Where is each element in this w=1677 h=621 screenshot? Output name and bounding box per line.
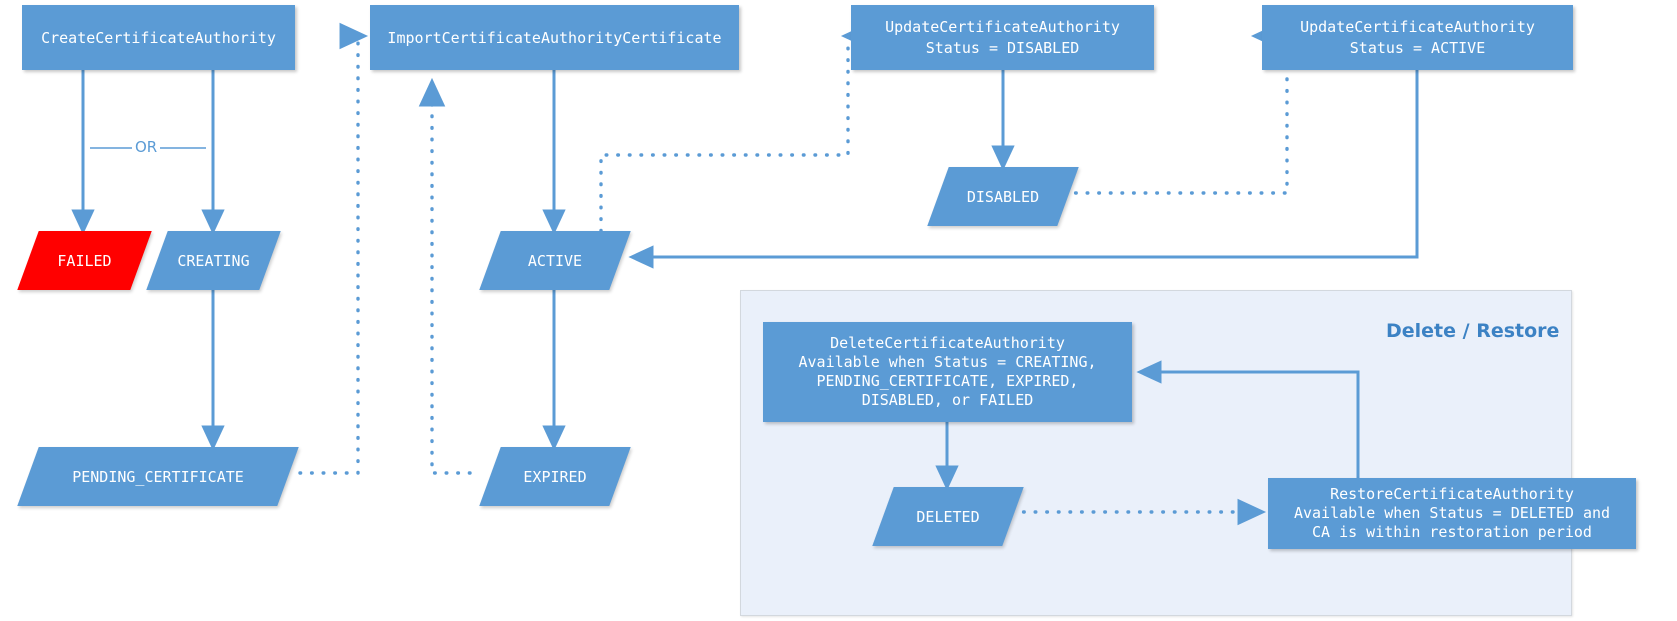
node-line: Status = ACTIVE xyxy=(1349,38,1486,57)
edge-expired-to-import xyxy=(418,77,472,475)
node-label: DISABLED xyxy=(966,187,1040,206)
node-state-pending-certificate[interactable]: PENDING_CERTIFICATE xyxy=(17,447,299,506)
node-state-disabled[interactable]: DISABLED xyxy=(927,167,1079,226)
delete-restore-panel-title: Delete / Restore xyxy=(1386,320,1560,342)
node-line: CA is within restoration period xyxy=(1312,523,1592,541)
node-line: ImportCertificateAuthorityCertificate xyxy=(387,28,722,47)
node-line: UpdateCertificateAuthority xyxy=(885,17,1120,36)
node-create-certificate-authority[interactable]: CreateCertificateAuthority xyxy=(22,5,295,70)
edge-update-active-to-active xyxy=(628,70,1419,269)
node-label: FAILED xyxy=(57,251,112,270)
node-label: CREATING xyxy=(177,251,250,270)
node-line: DeleteCertificateAuthority xyxy=(830,334,1065,352)
node-line: Available when Status = CREATING, xyxy=(798,353,1097,371)
node-state-creating[interactable]: CREATING xyxy=(146,231,281,290)
node-state-deleted[interactable]: DELETED xyxy=(872,487,1024,546)
node-line: UpdateCertificateAuthority xyxy=(1300,17,1535,36)
node-label: DELETED xyxy=(916,507,980,526)
node-label: ACTIVE xyxy=(527,251,583,270)
node-state-active[interactable]: ACTIVE xyxy=(479,231,631,290)
node-update-certificate-authority-disabled[interactable]: UpdateCertificateAuthority Status = DISA… xyxy=(851,5,1154,70)
or-label: OR xyxy=(132,138,161,156)
node-line: CreateCertificateAuthority xyxy=(41,28,276,47)
node-line: RestoreCertificateAuthority xyxy=(1330,485,1574,503)
node-update-certificate-authority-active[interactable]: UpdateCertificateAuthority Status = ACTI… xyxy=(1262,5,1573,70)
node-delete-certificate-authority[interactable]: DeleteCertificateAuthority Available whe… xyxy=(763,322,1132,422)
edge-pending-to-import xyxy=(298,22,369,475)
node-label: PENDING_CERTIFICATE xyxy=(72,467,244,486)
node-line: DISABLED, or FAILED xyxy=(861,391,1034,409)
node-line: Status = DISABLED xyxy=(925,38,1080,57)
node-line: Available when Status = DELETED and xyxy=(1293,504,1611,522)
node-label: EXPIRED xyxy=(523,467,587,486)
node-import-certificate-authority-certificate[interactable]: ImportCertificateAuthorityCertificate xyxy=(370,5,739,70)
node-state-failed[interactable]: FAILED xyxy=(17,231,152,290)
node-state-expired[interactable]: EXPIRED xyxy=(479,447,631,506)
node-line: PENDING_CERTIFICATE, EXPIRED, xyxy=(816,372,1079,390)
node-restore-certificate-authority[interactable]: RestoreCertificateAuthority Available wh… xyxy=(1268,478,1636,549)
